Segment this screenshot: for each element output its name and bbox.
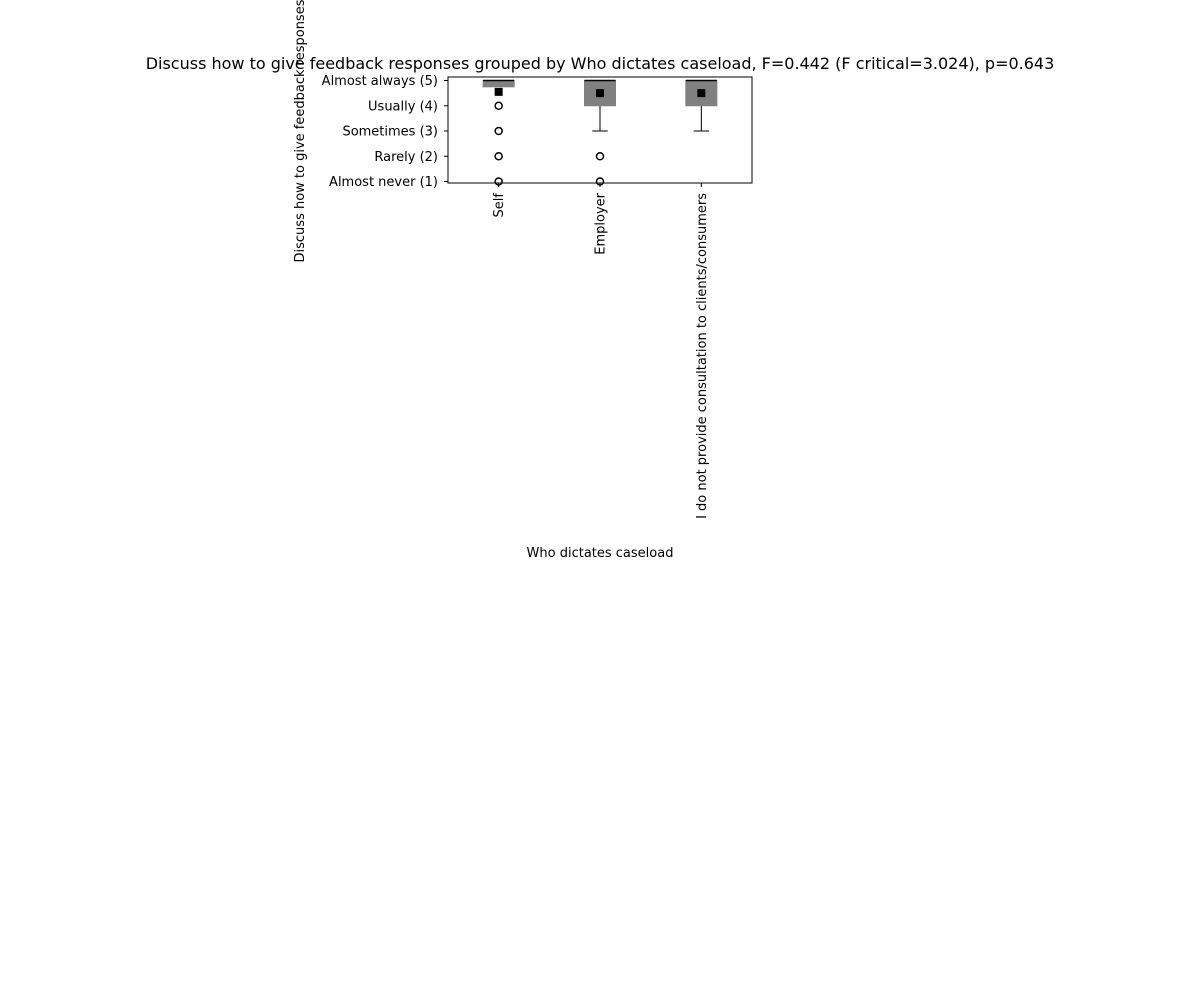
outlier-point bbox=[595, 177, 605, 186]
y-tick-label: Rarely (2) bbox=[374, 150, 438, 165]
mean-marker bbox=[596, 89, 604, 98]
chart-title: Discuss how to give feedback responses g… bbox=[146, 54, 1055, 73]
plot-area: Almost always (5) Usually (4) Sometimes (3… bbox=[322, 74, 753, 519]
mean-marker bbox=[494, 87, 503, 96]
outlier-point bbox=[494, 126, 503, 136]
y-tick-label: Almost never (1) bbox=[329, 175, 438, 190]
x-tick-label: Employer bbox=[594, 192, 609, 254]
y-tick-label: Usually (4) bbox=[368, 99, 438, 114]
box bbox=[482, 80, 515, 88]
y-axis-label: Discuss how to give feedback responses bbox=[293, 0, 308, 262]
outlier-point bbox=[494, 101, 503, 110]
y-tick-label: Almost always (5) bbox=[322, 74, 438, 89]
outlier-point bbox=[494, 152, 503, 161]
outlier-point bbox=[494, 177, 503, 186]
y-tick-label: Sometimes (3) bbox=[342, 125, 438, 140]
x-axis-label: Who dictates caseload bbox=[527, 546, 674, 561]
mean-marker bbox=[697, 89, 706, 98]
x-tick-label: I do not provide consultation to clients… bbox=[695, 193, 710, 519]
x-tick-label: Self bbox=[492, 193, 507, 218]
outlier-point bbox=[595, 152, 605, 161]
